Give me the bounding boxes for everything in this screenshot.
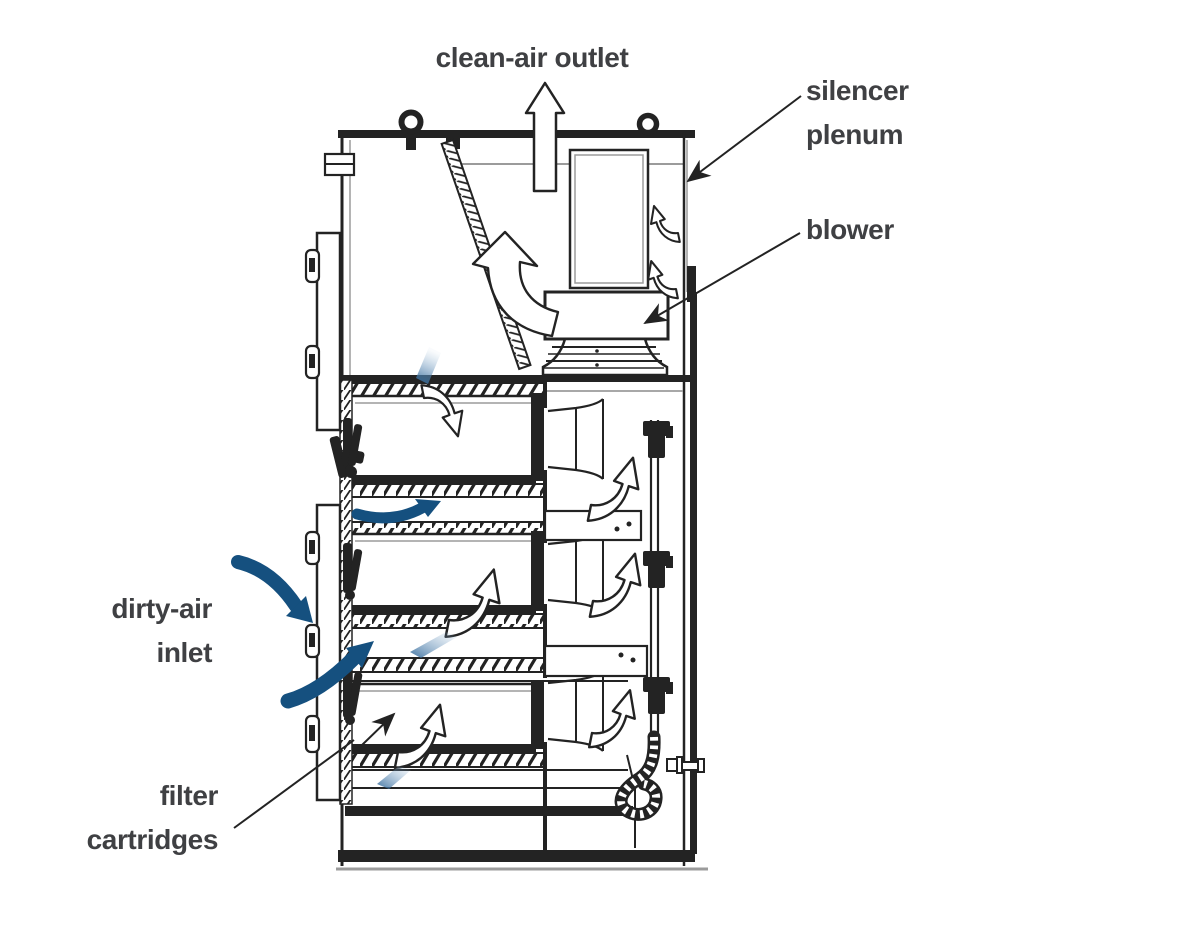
- roof-panel: [338, 130, 695, 138]
- chamber-airflow-arrow-2-icon: [588, 552, 642, 618]
- drain-hose: [614, 730, 663, 821]
- right-wall-outer: [690, 292, 697, 854]
- dirty-air-line2: inlet: [156, 637, 212, 668]
- cleaning-rod-assembly: [643, 420, 673, 737]
- blower-leader: [643, 232, 801, 325]
- rod-bracket-3: [643, 677, 673, 714]
- filter-cartridge-1: [344, 382, 546, 498]
- clean-air-outlet-flow-arrow-icon: [524, 81, 566, 193]
- label-filter-cartridges: filter cartridges: [38, 774, 219, 862]
- dirty-air-inflow-arrows: [231, 347, 457, 789]
- label-leader-arrows: [233, 95, 802, 829]
- blower: [541, 290, 670, 377]
- cartridge-2-body: [349, 532, 539, 610]
- drain-stub-pipe: [666, 756, 705, 774]
- silencer-plenum-line2: plenum: [806, 119, 904, 150]
- label-blower: blower: [806, 208, 894, 252]
- cartridge-3-top-pleats: [344, 657, 546, 673]
- dirty-air-line1: dirty-air: [111, 593, 212, 624]
- cartridge-3-bottom-pleats: [344, 752, 546, 768]
- rod-bracket-2: [643, 551, 673, 588]
- venturi-outlet-1: [547, 398, 604, 480]
- blower-inlet-bell: [541, 337, 669, 377]
- label-clean-air-outlet: clean-air outlet: [417, 36, 647, 80]
- chamber-airflow-arrow-3-icon: [587, 689, 636, 749]
- base-panel: [338, 850, 695, 862]
- filter-cartridge-2: [344, 521, 546, 639]
- cartridge-clamp-1: [343, 418, 363, 475]
- airflow-arrow-to-blower-icon: [471, 230, 560, 338]
- interstage-arrow-icon: [351, 499, 441, 524]
- lower-access-door: [304, 503, 342, 802]
- clean-air-outlet-text: clean-air outlet: [435, 42, 629, 73]
- upper-chamber-floor: [341, 375, 694, 382]
- cartridge-1-bottom-pleats: [344, 483, 546, 498]
- silencer-plenum-box: [568, 148, 650, 290]
- filter-cartridges-line1: filter: [159, 780, 219, 811]
- cabinet-shell: [323, 130, 708, 871]
- filter-cartridges-leader: [233, 739, 355, 829]
- label-dirty-air-inlet: dirty-air inlet: [52, 587, 212, 675]
- cartridge-clamp-3: [343, 666, 363, 725]
- air-streak-bottom-icon: [377, 766, 411, 789]
- dust-tray: [345, 754, 636, 848]
- cartridge-1-body: [349, 394, 539, 480]
- cartridge-clamp-2: [343, 543, 363, 600]
- filter-cartridges-line2: cartridges: [86, 824, 219, 855]
- plenum-airflow-arrow-1-icon: [649, 204, 681, 244]
- silencer-plenum-leader: [686, 95, 802, 183]
- silencer-plenum-line1: silencer: [806, 75, 909, 106]
- air-streak-top-icon: [416, 347, 441, 384]
- upper-access-door: [304, 231, 342, 432]
- clean-air-chamber: [543, 380, 705, 852]
- air-streak-middle-icon: [410, 632, 457, 658]
- label-silencer-plenum: silencer plenum: [806, 69, 909, 157]
- chamber-shelf-2: [543, 644, 649, 678]
- lifting-eyebolt-right-icon: [636, 112, 660, 136]
- blower-text: blower: [806, 214, 894, 245]
- rod-bracket-1: [643, 421, 673, 458]
- access-doors: [304, 231, 365, 805]
- lifting-eyebolt-left-icon: [398, 109, 424, 150]
- inlet-arrow-upper-icon: [231, 555, 313, 623]
- cartridge-3-body: [349, 682, 539, 749]
- filter-cartridges-leader-tip: [360, 712, 396, 747]
- cartridge-2-bottom-pleats: [344, 613, 546, 629]
- inlet-arrow-lower-icon: [280, 641, 374, 709]
